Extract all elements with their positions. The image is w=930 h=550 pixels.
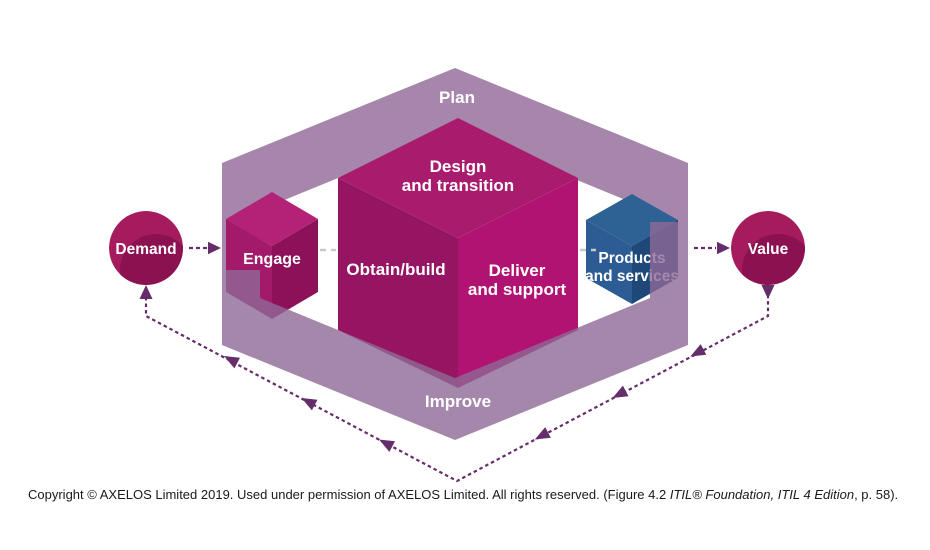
central-cube: Design and transition Obtain/build Deliv… bbox=[338, 118, 578, 388]
engage-label: Engage bbox=[243, 251, 301, 268]
loop-arrowhead-left2-icon bbox=[301, 398, 318, 411]
central-cube-left-face bbox=[338, 178, 458, 388]
loop-arrowhead-right3-icon bbox=[534, 427, 551, 440]
loop-arrowhead-right1-icon bbox=[690, 344, 707, 357]
loop-arrowhead-left1-icon bbox=[224, 356, 240, 369]
value-label: Value bbox=[748, 241, 789, 258]
products-to-value-arrow bbox=[694, 241, 730, 255]
loop-dashed-line bbox=[144, 297, 770, 483]
improve-band-front bbox=[222, 222, 688, 440]
products-cube-front-face bbox=[586, 220, 632, 304]
demand-circle-shade bbox=[120, 234, 183, 285]
deliver-support-label-line1: Deliver bbox=[489, 261, 546, 280]
products-services-label-line1: Products bbox=[598, 250, 665, 267]
demand-label: Demand bbox=[115, 241, 176, 258]
value-arrowhead-icon bbox=[717, 241, 730, 255]
value-circle-shade bbox=[742, 234, 805, 285]
improve-label: Improve bbox=[425, 392, 491, 411]
loop-arrowhead-right2-icon bbox=[612, 385, 629, 398]
copyright-text-end: , p. 58). bbox=[854, 487, 899, 502]
demand-to-engage-arrow bbox=[189, 241, 221, 255]
design-transition-label-line1: Design bbox=[430, 157, 487, 176]
plan-label: Plan bbox=[439, 88, 475, 107]
central-cube-right-face bbox=[458, 178, 578, 388]
design-transition-label-line2: and transition bbox=[402, 176, 514, 195]
deliver-support-label-line2: and support bbox=[468, 280, 567, 299]
demand-arrowhead-icon bbox=[208, 241, 221, 255]
engage-cube: Engage bbox=[226, 192, 318, 319]
plan-band-rear bbox=[222, 68, 688, 270]
loop-arrowhead-down-icon bbox=[761, 285, 775, 299]
obtain-build-label: Obtain/build bbox=[346, 260, 445, 279]
engage-cube-right-face bbox=[272, 219, 318, 319]
value-node: Value bbox=[731, 211, 805, 285]
copyright-text-start: Copyright © AXELOS Limited 2019. Used un… bbox=[28, 487, 670, 502]
loop-arrowhead-left3-icon bbox=[379, 439, 395, 452]
copyright-line: Copyright © AXELOS Limited 2019. Used un… bbox=[28, 487, 918, 502]
demand-node: Demand bbox=[109, 211, 183, 285]
copyright-text-italic: ITIL® Foundation, ITIL 4 Edition bbox=[669, 487, 855, 502]
loop-arrowhead-up-icon bbox=[139, 285, 153, 299]
value-to-demand-loop bbox=[139, 285, 775, 483]
